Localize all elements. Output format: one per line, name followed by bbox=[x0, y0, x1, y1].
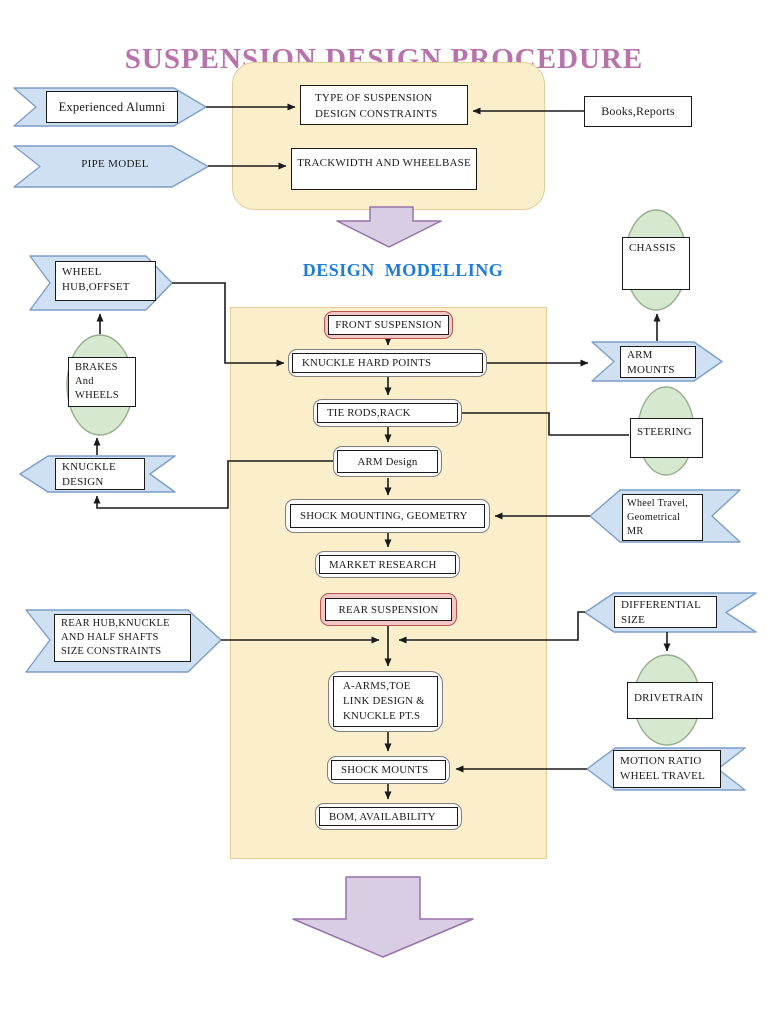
market-research-label: MARKET RESEARCH bbox=[329, 558, 437, 571]
conn-wheelhub-knucklehp bbox=[172, 282, 285, 367]
books-reports-label: Books,Reports bbox=[601, 104, 675, 118]
a-arms-line1: A-ARMS,TOE bbox=[343, 680, 411, 692]
steering-box: STEERING bbox=[630, 418, 703, 458]
pipe-model-label: PIPE MODEL bbox=[81, 158, 149, 170]
knuckle-design-box: KNUCKLE DESIGN bbox=[55, 458, 145, 490]
shock-mounting-node: SHOCK MOUNTING, GEOMETRY bbox=[285, 499, 490, 533]
motion-ratio-line1: MOTION RATIO bbox=[620, 755, 702, 767]
a-arms-node: A-ARMS,TOE LINK DESIGN & KNUCKLE PT.S bbox=[328, 671, 443, 732]
knuckle-design-line1: KNUCKLE bbox=[62, 461, 116, 473]
knuckle-hard-points-node: KNUCKLE HARD POINTS bbox=[288, 349, 487, 377]
trackwidth-box: TRACKWIDTH AND WHEELBASE bbox=[291, 148, 477, 190]
shock-mounts-label: SHOCK MOUNTS bbox=[341, 764, 429, 776]
drivetrain-box: DRIVETRAIN bbox=[627, 682, 713, 719]
down-arrow-top bbox=[336, 206, 442, 248]
a-arms-line3: KNUCKLE PT.S bbox=[343, 710, 421, 722]
front-suspension-label: FRONT SUSPENSION bbox=[335, 319, 442, 331]
rear-hub-line2: AND HALF SHAFTS bbox=[61, 632, 159, 643]
down-arrow-bottom bbox=[292, 876, 474, 958]
arm-design-node: ARM Design bbox=[333, 446, 442, 477]
differential-box: DIFFERENTIAL SIZE bbox=[614, 596, 717, 628]
chassis-box: CHASSIS bbox=[622, 237, 690, 290]
type-constraints-line1: TYPE OF SUSPENSION bbox=[315, 92, 433, 104]
bom-node: BOM, AVAILABILITY bbox=[315, 803, 462, 830]
differential-line1: DIFFERENTIAL bbox=[621, 599, 702, 611]
chassis-label: CHASSIS bbox=[629, 242, 676, 254]
rear-hub-line1: REAR HUB,KNUCKLE bbox=[61, 618, 170, 629]
wheel-hub-line2: HUB,OFFSET bbox=[62, 281, 130, 293]
motion-ratio-box: MOTION RATIO WHEEL TRAVEL bbox=[613, 750, 721, 788]
bom-label: BOM, AVAILABILITY bbox=[329, 810, 436, 823]
arm-mounts-line1: ARM bbox=[627, 349, 653, 361]
wheel-hub-line1: WHEEL bbox=[62, 266, 102, 278]
rear-hub-line3: SIZE CONSTRAINTS bbox=[61, 646, 162, 657]
conn-tierods-steering bbox=[462, 412, 629, 436]
shock-mounting-label: SHOCK MOUNTING, GEOMETRY bbox=[300, 510, 468, 522]
front-suspension-node: FRONT SUSPENSION bbox=[324, 311, 453, 339]
market-research-node: MARKET RESEARCH bbox=[315, 551, 460, 578]
rear-suspension-node: REAR SUSPENSION bbox=[320, 593, 457, 626]
drivetrain-label: DRIVETRAIN bbox=[634, 692, 704, 704]
experienced-alumni-box: Experienced Alumni bbox=[46, 91, 178, 123]
trackwidth-label: TRACKWIDTH AND WHEELBASE bbox=[297, 157, 471, 169]
steering-label: STEERING bbox=[637, 426, 692, 438]
pipe-model-banner bbox=[13, 145, 209, 188]
rear-suspension-label: REAR SUSPENSION bbox=[338, 603, 439, 616]
shock-mounts-node: SHOCK MOUNTS bbox=[327, 756, 450, 784]
arm-mounts-line2: MOUNTS bbox=[627, 364, 675, 376]
wheel-travel-box: Wheel Travel, Geometrical MR bbox=[622, 494, 703, 541]
differential-line2: SIZE bbox=[621, 614, 646, 626]
books-reports-box: Books,Reports bbox=[584, 96, 692, 127]
wheel-travel-line2: Geometrical bbox=[627, 512, 681, 523]
tie-rods-label: TIE RODS,RACK bbox=[327, 407, 411, 419]
wheel-hub-box: WHEEL HUB,OFFSET bbox=[55, 261, 156, 301]
brakes-box: BRAKES And WHEELS bbox=[68, 357, 136, 407]
arm-design-label: ARM Design bbox=[357, 455, 418, 468]
type-constraints-line2: DESIGN CONSTRAINTS bbox=[315, 108, 438, 120]
a-arms-line2: LINK DESIGN & bbox=[343, 695, 425, 707]
wheel-travel-line3: MR bbox=[627, 526, 644, 537]
experienced-alumni-label: Experienced Alumni bbox=[58, 99, 166, 114]
rear-hub-box: REAR HUB,KNUCKLE AND HALF SHAFTS SIZE CO… bbox=[54, 614, 191, 662]
brakes-line1: BRAKES bbox=[75, 362, 118, 373]
wheel-travel-line1: Wheel Travel, bbox=[627, 498, 688, 509]
conn-armdesign-knuckledesign bbox=[93, 460, 333, 509]
knuckle-design-line2: DESIGN bbox=[62, 476, 104, 488]
tie-rods-node: TIE RODS,RACK bbox=[313, 399, 462, 427]
arm-mounts-box: ARM MOUNTS bbox=[620, 346, 696, 378]
brakes-line2: And bbox=[75, 376, 94, 387]
conn-differential-junction bbox=[398, 611, 585, 644]
section-title: DESIGN MODELLING bbox=[302, 259, 504, 280]
type-constraints-box: TYPE OF SUSPENSION DESIGN CONSTRAINTS bbox=[300, 85, 468, 125]
knuckle-hard-points-label: KNUCKLE HARD POINTS bbox=[302, 357, 432, 369]
motion-ratio-line2: WHEEL TRAVEL bbox=[620, 770, 705, 782]
brakes-line3: WHEELS bbox=[75, 390, 119, 401]
